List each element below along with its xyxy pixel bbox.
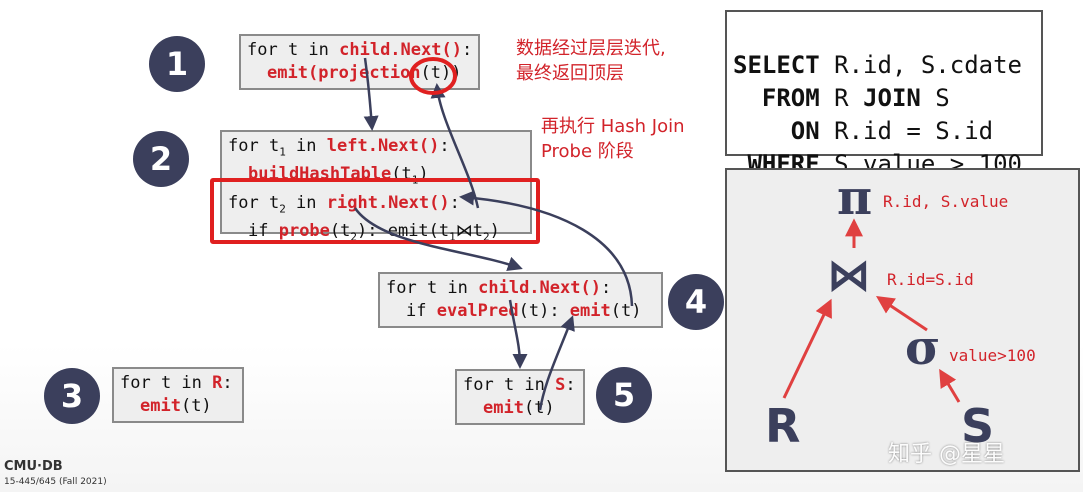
step-badge-2: 2 <box>133 131 189 187</box>
join-line-1: for t1 in left.Next(): <box>228 136 450 159</box>
annotation-iteration-note: 数据经过层层迭代, 最终返回顶层 <box>516 38 666 84</box>
sql-line-2: FROM R JOIN S <box>733 84 950 112</box>
scan-r-line-2: emit(t) <box>140 396 212 416</box>
step-badge-3: 3 <box>44 368 100 424</box>
filter-line-2: if evalPred(t): emit(t) <box>406 301 642 321</box>
edge-s-to-sigma <box>939 368 961 403</box>
projection-symbol: π <box>837 170 873 226</box>
step-badge-4: 4 <box>668 274 724 330</box>
arrow-scan-s-to-filter <box>538 315 575 411</box>
highlight-circle <box>409 57 457 95</box>
arrow-filter-to-scan-s <box>508 299 528 369</box>
join-condition-label: R.id=S.id <box>887 270 974 289</box>
annotation-probe-note: 再执行 Hash Join Probe 阶段 <box>541 116 685 162</box>
step-badge-5: 5 <box>596 367 652 423</box>
edge-r-to-join <box>782 298 832 399</box>
scan-s-operator-code: for t in S: emit(t) <box>455 369 585 425</box>
join-operator-symbol: ⋈ <box>827 250 871 301</box>
projection-operator-code: for t in child.Next(): emit(projection(t… <box>239 34 480 90</box>
query-plan-tree: π R.id, S.value ⋈ R.id=S.id σ value>100 … <box>725 168 1080 472</box>
filter-line-1: for t in child.Next(): <box>386 278 612 298</box>
scan-s-line-2: emit(t) <box>483 398 555 418</box>
filter-operator-code: for t in child.Next(): if evalPred(t): e… <box>378 272 663 328</box>
sql-line-3: ON R.id = S.id <box>733 117 994 145</box>
step-badge-1: 1 <box>149 36 205 92</box>
edge-sigma-to-join <box>876 296 928 332</box>
selection-predicate-label: value>100 <box>949 346 1036 365</box>
sql-query-box: SELECT R.id, S.cdate FROM R JOIN S ON R.… <box>725 10 1043 178</box>
arrow-join-to-projection <box>430 83 480 209</box>
projection-line-1: for t in child.Next(): <box>247 40 473 60</box>
scan-r-operator-code: for t in R: emit(t) <box>112 367 244 423</box>
table-s-node: S <box>961 399 995 453</box>
scan-r-line-1: for t in R: <box>120 373 233 393</box>
selection-symbol: σ <box>905 320 941 376</box>
projection-label: R.id, S.value <box>883 192 1009 211</box>
arrow-filter-to-join <box>459 190 634 307</box>
hash-join-operator-code: for t1 in left.Next(): buildHashTable(t1… <box>220 130 532 244</box>
join-line-3: for t2 in right.Next(): <box>228 192 460 216</box>
scan-s-line-1: for t in S: <box>463 375 576 395</box>
plan-tree-edges <box>782 218 961 403</box>
table-r-node: R <box>765 399 801 453</box>
cmu-db-logo: CMU·DB <box>4 459 63 474</box>
arrow-join-to-filter <box>353 207 523 271</box>
join-symbol: ⋈ <box>455 221 473 242</box>
sql-line-1: SELECT R.id, S.cdate <box>733 51 1022 79</box>
arrow-projection-to-join <box>363 57 379 131</box>
watermark: 知乎 @星星 <box>888 442 1005 467</box>
course-label: 15-445/645 (Fall 2021) <box>4 477 107 487</box>
join-line-4: if probe(t2): emit(t1⋈t2) <box>248 221 500 244</box>
